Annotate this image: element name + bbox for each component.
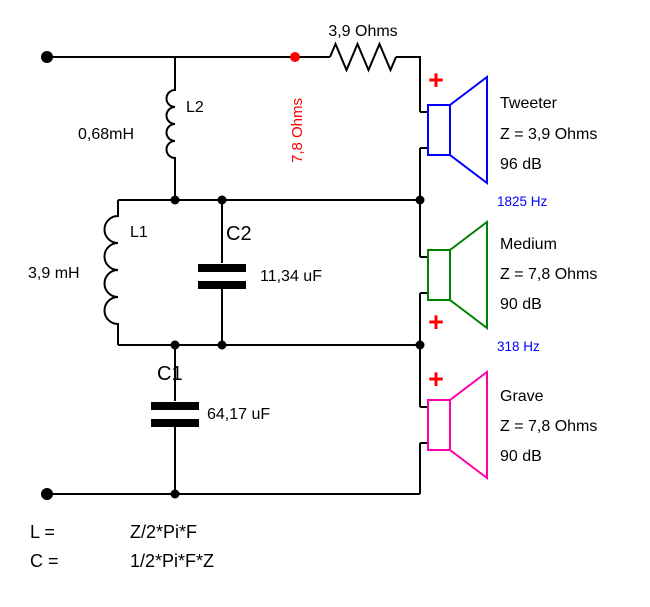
- capacitor-formula-rhs: 1/2*Pi*F*Z: [130, 551, 214, 571]
- component-labels: 3,9 Ohms L2 0,68mH L1 3,9 mH C2 11,34 uF…: [28, 23, 398, 423]
- resistor-symbol: [329, 41, 397, 73]
- design-formulas: L = Z/2*Pi*F C = 1/2*Pi*F*Z: [30, 522, 214, 571]
- grave-driver: [427, 399, 451, 451]
- tap-impedance-label: 7,8 Ohms: [289, 98, 306, 163]
- medium-sensitivity-label: 90 dB: [500, 296, 542, 313]
- inductor-formula-rhs: Z/2*Pi*F: [130, 522, 197, 542]
- junction-dot: [415, 195, 425, 205]
- junction-dot: [170, 195, 180, 205]
- junction-dot: [217, 195, 227, 205]
- tweeter-name-label: Tweeter: [500, 95, 558, 112]
- tweeter-speaker-icon: [427, 74, 488, 186]
- polarity-and-tap-annotations: 7,8 Ohms + + +: [289, 52, 444, 394]
- capacitor-formula-lhs: C =: [30, 551, 59, 571]
- tweeter-medium-crossover-frequency: 1825 Hz: [497, 194, 548, 209]
- inductor-l2-name: L2: [186, 99, 204, 116]
- input-terminal-top: [41, 51, 53, 63]
- speaker-labels: Tweeter Z = 3,9 Ohms 96 dB Medium Z = 7,…: [500, 95, 597, 465]
- tap-junction-dot: [290, 52, 300, 62]
- top-rail-wire: [47, 56, 421, 112]
- medium-speaker-icon: [427, 219, 488, 331]
- resistor-label: 3,9 Ohms: [328, 23, 397, 40]
- inductor-l1-value: 3,9 mH: [28, 265, 80, 282]
- medium-impedance-label: Z = 7,8 Ohms: [500, 266, 597, 283]
- tweeter-sensitivity-label: 96 dB: [500, 156, 542, 173]
- tweeter-cone: [449, 74, 488, 186]
- grave-cone: [449, 369, 488, 481]
- grave-sensitivity-label: 90 dB: [500, 448, 542, 465]
- capacitor-c2-value: 11,34 uF: [260, 268, 322, 285]
- grave-plus-terminal: +: [428, 364, 444, 394]
- medium-driver: [427, 249, 451, 301]
- capacitor-c1-name: C1: [157, 363, 183, 385]
- capacitor-c2-symbol: [198, 264, 246, 289]
- junction-dot: [415, 340, 425, 350]
- grave-speaker-icon: [427, 369, 488, 481]
- circuit-wiring: [41, 41, 428, 500]
- crossover-frequency-labels: 1825 Hz 318 Hz: [497, 194, 548, 354]
- inductor-l1-name: L1: [130, 224, 148, 241]
- grave-impedance-label: Z = 7,8 Ohms: [500, 418, 597, 435]
- tweeter-impedance-label: Z = 3,9 Ohms: [500, 126, 597, 143]
- medium-name-label: Medium: [500, 236, 557, 253]
- tweeter-plus-terminal: +: [428, 65, 444, 95]
- filter-network-wires: [47, 199, 420, 495]
- medium-plus-terminal: +: [428, 307, 444, 337]
- medium-grave-crossover-frequency: 318 Hz: [497, 339, 540, 354]
- junction-dot: [170, 489, 180, 499]
- capacitor-c1-symbol: [151, 402, 199, 427]
- speaker-branch-wires: [419, 111, 428, 494]
- junction-dot: [217, 340, 227, 350]
- inductor-l2-value: 0,68mH: [78, 126, 134, 143]
- capacitor-c1-value: 64,17 uF: [207, 406, 270, 423]
- inductor-l1-symbol: [103, 200, 119, 345]
- input-terminal-bottom: [41, 488, 53, 500]
- tweeter-driver: [427, 104, 451, 156]
- inductor-formula-lhs: L =: [30, 522, 55, 542]
- grave-name-label: Grave: [500, 388, 544, 405]
- inductor-l2-symbol: [165, 57, 176, 200]
- capacitor-c2-name: C2: [226, 223, 252, 245]
- medium-cone: [449, 219, 488, 331]
- junction-dot: [170, 340, 180, 350]
